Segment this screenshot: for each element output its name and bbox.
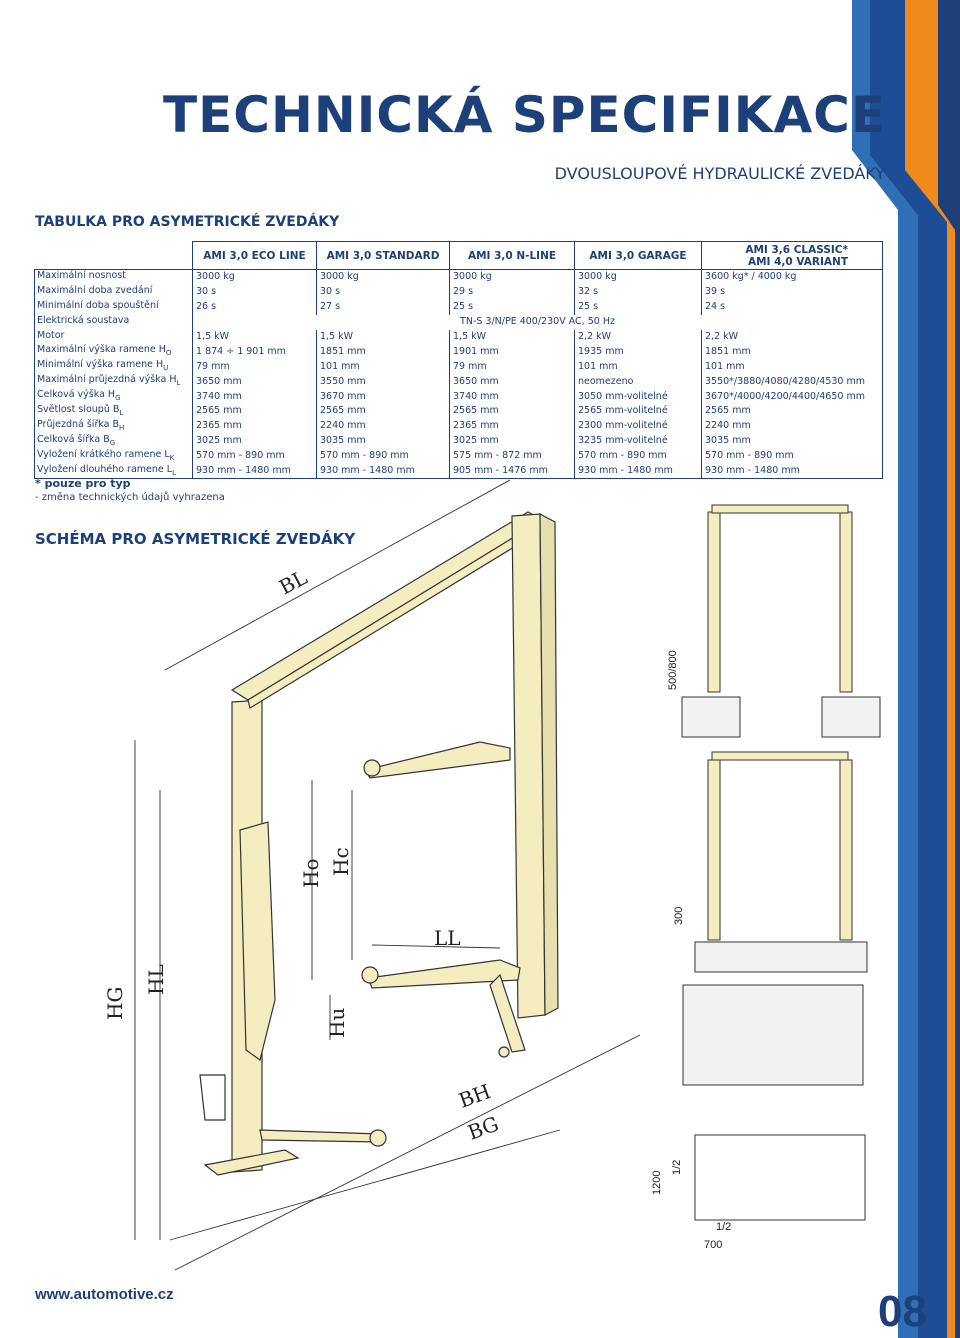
column-header-line: AMI 4,0 VARIANT [747,255,848,268]
top-beam [230,511,544,701]
table-cell: 570 mm - 890 mm [701,448,883,464]
right-column [511,513,546,1019]
dim-label-ho: Ho [299,859,323,888]
table-section-title: TABULKA PRO ASYMETRICKÉ ZVEDÁKY [35,214,340,230]
dim-label-ll: LL [434,926,461,950]
row-label-text: Celková výška H [37,389,116,401]
dim-300: 300 [673,907,685,925]
dim-label-bg: BG [465,1112,502,1145]
table-header-row: AMI 3,0 ECO LINE AMI 3,0 STANDARD AMI 3,… [35,241,883,270]
table-cell: 24 s [701,299,883,315]
table-cell: 3035 mm [701,433,883,449]
row-label-subscript: G [115,394,121,403]
row-label-text: Průjezdná šířka B [37,418,120,430]
dim-500-800: 500/800 [667,650,679,690]
row-label-subscript: L [172,468,176,477]
table-cell: 3550*/3880/4080/4280/4530 mm [701,374,883,390]
page-number: 08 [878,1287,927,1336]
row-label-subscript: L [119,408,124,417]
table-cell: 2565 mm [701,404,883,419]
dim-label-bh: BH [456,1079,494,1113]
table-cell: 2,2 kW [701,329,883,345]
table-cell: 2240 mm [701,418,883,434]
page-title: TECHNICKÁ SPECIFIKACE [163,86,886,144]
lift-3d-drawing [199,511,559,1176]
row-label-text: Maximální doba zvedání [37,284,153,296]
dim-label-hu: Hu [325,1008,349,1038]
table-cell: 1851 mm [701,344,883,360]
footer-url[interactable]: www.automotive.cz [35,1286,174,1303]
column-header-line: AMI 3,6 CLASSIC* [745,243,848,256]
footnote-type: * pouze pro typ [35,477,131,490]
page-subtitle: DVOUSLOUPOVÉ HYDRAULICKÉ ZVEDÁKY [554,164,885,183]
row-label-text: Maximální průjezdná výška H [37,374,177,386]
table-cell: 930 mm - 1480 mm [701,463,883,480]
row-label-subscript: U [163,364,169,373]
row-label-text: Minimální výška ramene H [37,359,164,371]
table-cell: 3670*/4000/4200/4400/4650 mm [701,389,883,405]
dimension-lines [134,479,641,1271]
upper-arm [364,741,511,779]
footnote-changes: - změna technických údajů vyhrazena [35,492,225,503]
dim-half-1: 1/2 [671,1160,683,1175]
column-header: AMI 3,0 N-LINE [449,241,575,270]
table-cell: 39 s [701,284,883,300]
side-elevation-1 [681,504,881,1221]
row-label-text: Minimální doba spouštění [37,299,159,311]
dim-1200: 1200 [651,1171,663,1195]
row-label-text: Motor [37,329,65,341]
table-row: Elektrická soustava TN-S 3/N/PE 400/230V … [34,314,883,330]
dim-label-hl: HL [144,964,168,995]
row-label-text: Elektrická soustava [37,314,130,326]
spec-table: AMI 3,0 ECO LINE AMI 3,0 STANDARD AMI 3,… [34,241,883,480]
row-label-subscript: G [109,438,116,447]
schema-section-title: SCHÉMA PRO ASYMETRICKÉ ZVEDÁKY [35,530,356,548]
row-label-text: Světlost sloupů B [37,404,120,416]
table-cell: 3600 kg* / 4000 kg [701,268,883,285]
dim-half-2: 1/2 [716,1221,731,1233]
table-cell: 101 mm [701,359,883,375]
dim-700: 700 [704,1239,722,1251]
table-row: Vyložení dlouhého ramene LL 930 mm - 1480… [34,463,883,480]
column-cover [239,821,276,1062]
row-label-subscript: L [176,379,181,388]
row-label-text: Vyložení dlouhého ramene L [37,463,173,475]
column-header: AMI 3,6 CLASSIC* AMI 4,0 VARIANT [701,241,883,270]
row-label-text: Celková šířka B [37,433,110,445]
dim-label-bl: BL [275,565,311,599]
row-label-subscript: K [169,453,175,462]
lower-arm [367,959,521,989]
dim-label-hc: Hc [329,847,353,876]
row-label-text: Maximální nosnost [37,270,126,281]
row-label-subscript: O [165,349,172,358]
table-cell-span: TN-S 3/N/PE 400/230V AC, 50 Hz [192,314,883,330]
row-label-text: Maximální výška ramene H [37,344,166,356]
table-row: Vyložení krátkého ramene LK 570 mm - 890 … [34,448,883,464]
row-label-subscript: H [119,423,125,432]
dim-label-hg: HG [103,987,127,1020]
row-label-text: Vyložení krátkého ramene L [37,448,170,460]
